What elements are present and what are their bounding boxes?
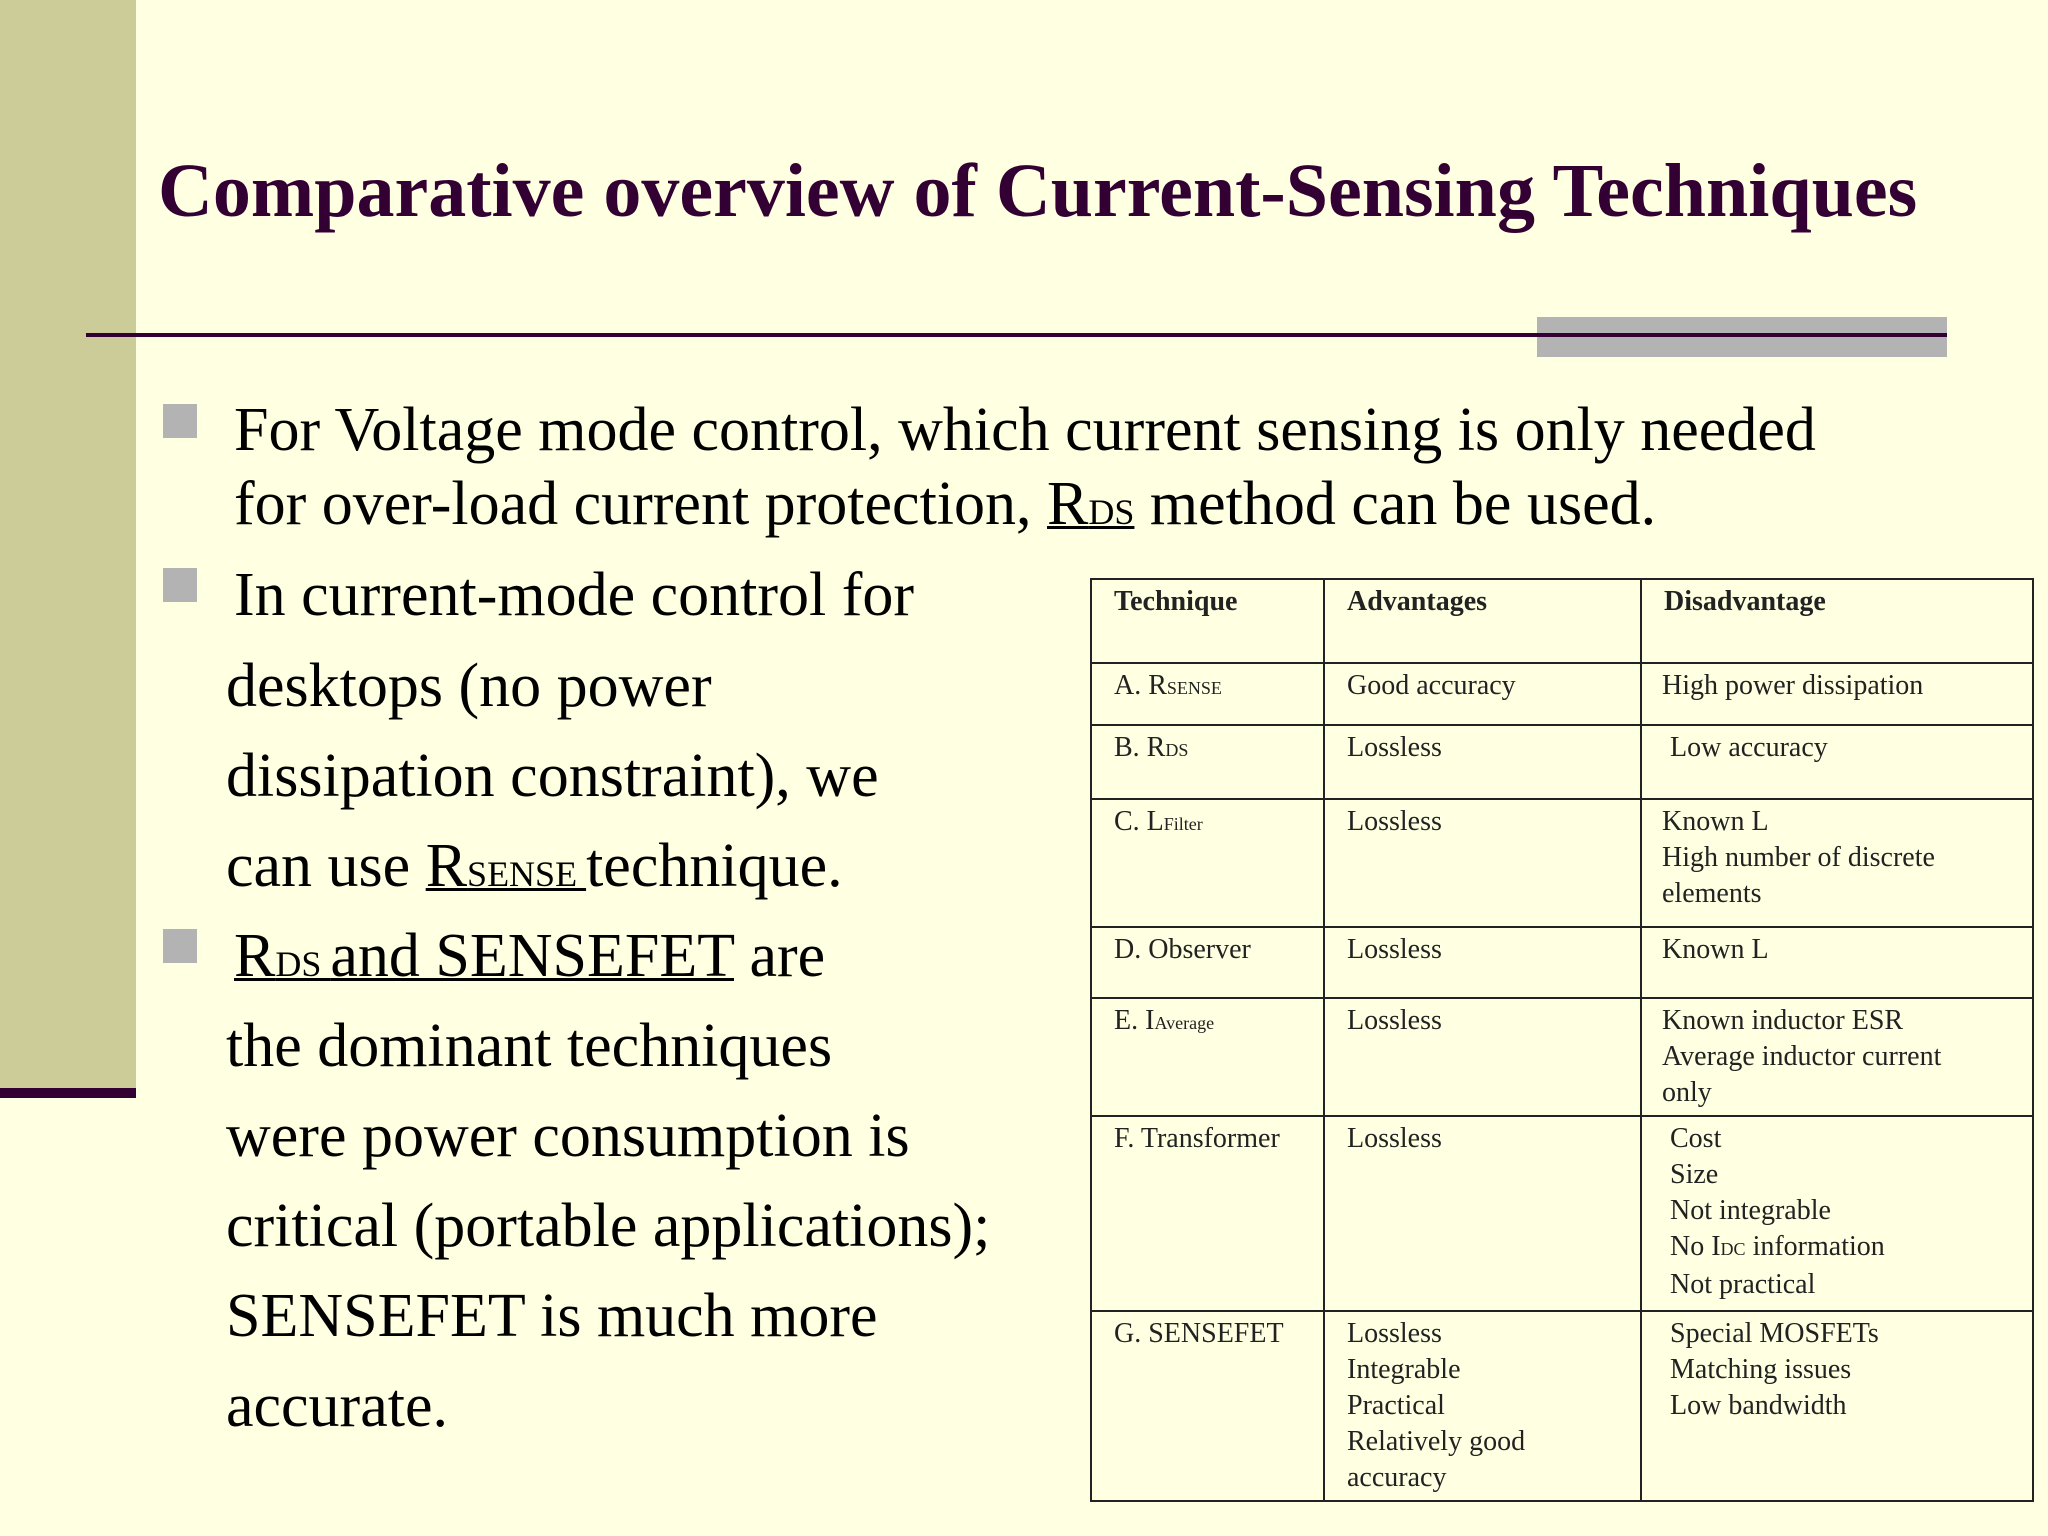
- table-row: C. LFilter Lossless Known L High number …: [1090, 798, 2034, 928]
- advantages-cell: Lossless: [1323, 997, 1642, 1117]
- bullet-3-line-4: critical (portable applications);: [226, 1192, 991, 1260]
- advantages-cell: Lossless: [1323, 724, 1642, 800]
- table-row: E. IAverage Lossless Known inductor ESR …: [1090, 997, 2034, 1117]
- bullet-3-text: are: [734, 922, 826, 990]
- advantages-cell: Lossless: [1323, 1115, 1642, 1312]
- comparison-table: Technique Advantages Disadvantage A. RSE…: [1090, 578, 2034, 1502]
- technique-cell: F. Transformer: [1090, 1115, 1325, 1312]
- title-divider-line: [86, 333, 1946, 337]
- bullet-2-text: can use: [226, 832, 426, 900]
- technique-cell: A. RSENSE: [1090, 662, 1325, 726]
- slide-title: Comparative overview of Current-Sensing …: [158, 149, 1918, 233]
- technique-cell: C. LFilter: [1090, 798, 1325, 928]
- rds-term: RDS: [1047, 470, 1135, 538]
- bullet-2-text-end: technique.: [586, 832, 843, 900]
- bullet-1-text-end: method can be used.: [1134, 470, 1657, 538]
- bullet-3-line-6: accurate.: [226, 1372, 448, 1440]
- header-disadvantage: Disadvantage: [1640, 578, 2034, 664]
- bullet-1-text: for over-load current protection,: [234, 470, 1048, 538]
- technique-cell: E. IAverage: [1090, 997, 1325, 1117]
- disadvantage-cell: Cost Size Not integrable No IDC informat…: [1640, 1115, 2034, 1312]
- technique-cell: D. Observer: [1090, 926, 1325, 999]
- disadvantage-cell: Special MOSFETs Matching issues Low band…: [1640, 1310, 2034, 1502]
- bullet-2-line-2: desktops (no power: [226, 652, 712, 720]
- disadvantage-cell: Low accuracy: [1640, 724, 2034, 800]
- bullet-1-line-1: For Voltage mode control, which current …: [234, 396, 1816, 464]
- bullet-3-line-1: RDS and SENSEFET are: [234, 920, 825, 1000]
- bullet-1-line-2: for over-load current protection, RDS me…: [234, 468, 1656, 548]
- bullet-3-line-5: SENSEFET is much more: [226, 1282, 878, 1350]
- table-row: B. RDS Lossless Low accuracy: [1090, 724, 2034, 800]
- bullet-3-line-3: were power consumption is: [226, 1102, 910, 1170]
- disadvantage-cell: Known inductor ESR Average inductor curr…: [1640, 997, 2034, 1117]
- bullet-square-icon: [163, 404, 197, 438]
- bullet-2-line-3: dissipation constraint), we: [226, 742, 879, 810]
- bullet-3-line-2: the dominant techniques: [226, 1012, 833, 1080]
- table-header-row: Technique Advantages Disadvantage: [1090, 578, 2034, 664]
- header-advantages: Advantages: [1323, 578, 1642, 664]
- technique-cell: G. SENSEFET: [1090, 1310, 1325, 1502]
- left-band-underline: [0, 1088, 136, 1098]
- table-row: D. Observer Lossless Known L: [1090, 926, 2034, 999]
- bullet-2-line-4: can use RSENSE technique.: [226, 830, 843, 910]
- title-divider-line-overlay: [1537, 333, 1947, 337]
- advantages-cell: Lossless: [1323, 798, 1642, 928]
- header-technique: Technique: [1090, 578, 1325, 664]
- table-row: G. SENSEFET Lossless Integrable Practica…: [1090, 1310, 2034, 1502]
- bullet-2-line-1: In current-mode control for: [234, 561, 915, 629]
- bullet-square-icon: [163, 929, 197, 963]
- left-decorative-band: [0, 0, 136, 1088]
- table-row: F. Transformer Lossless Cost Size Not in…: [1090, 1115, 2034, 1312]
- technique-cell: B. RDS: [1090, 724, 1325, 800]
- disadvantage-cell: Known L High number of discrete elements: [1640, 798, 2034, 928]
- disadvantage-cell: High power dissipation: [1640, 662, 2034, 726]
- title-divider-grey-block: [1537, 317, 1947, 357]
- advantages-cell: Good accuracy: [1323, 662, 1642, 726]
- disadvantage-cell: Known L: [1640, 926, 2034, 999]
- rsense-term: RSENSE: [425, 832, 587, 900]
- table-row: A. RSENSE Good accuracy High power dissi…: [1090, 662, 2034, 726]
- advantages-cell: Lossless: [1323, 926, 1642, 999]
- advantages-cell: Lossless Integrable Practical Relatively…: [1323, 1310, 1642, 1502]
- rds-sensefet-term: RDS and SENSEFET: [234, 922, 734, 990]
- bullet-square-icon: [163, 568, 197, 602]
